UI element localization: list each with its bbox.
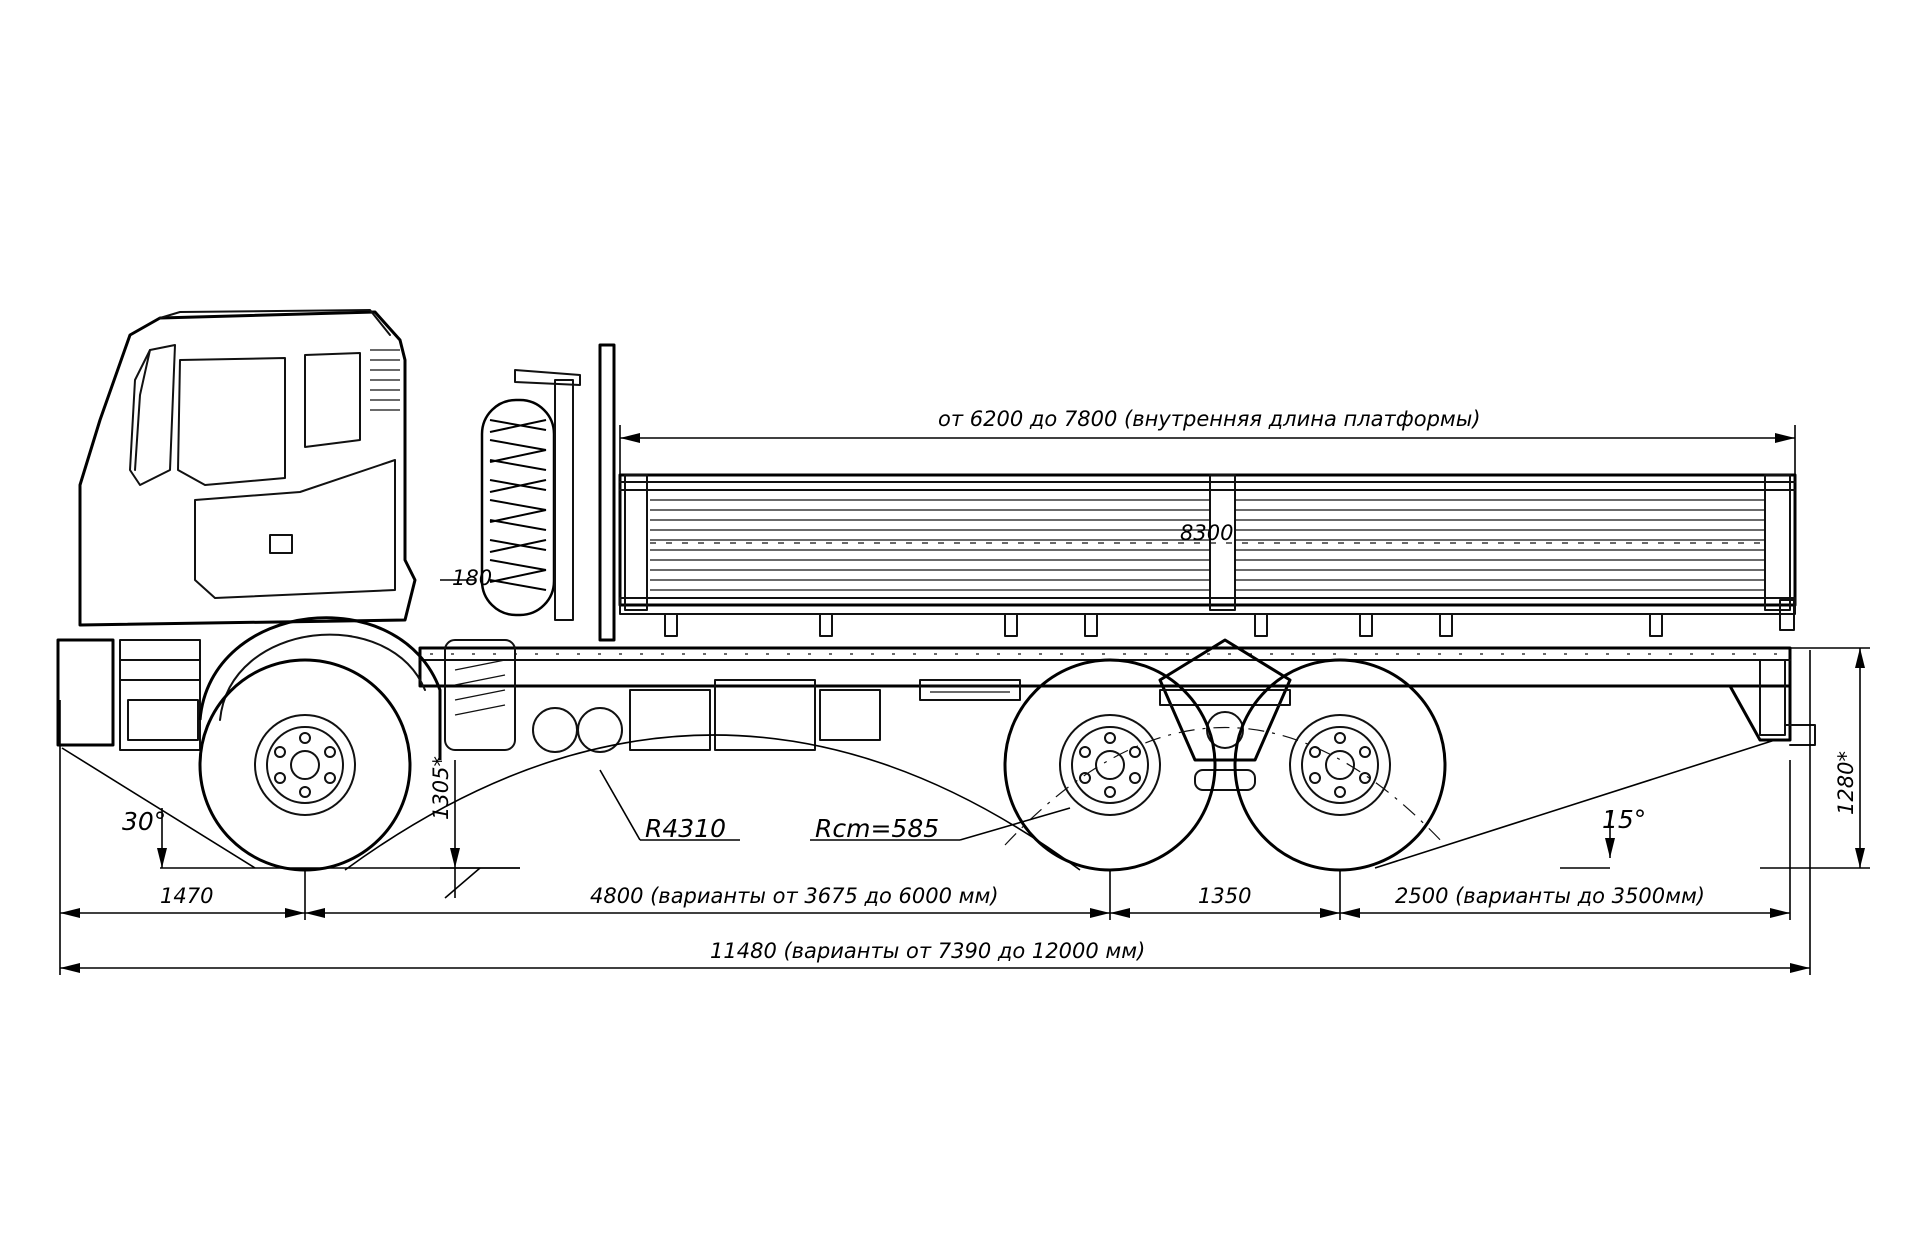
spare-wheel <box>480 369 581 621</box>
platform-mark-label: 8300 <box>1180 521 1233 545</box>
dimension-labels: от 6200 до 7800 (внутренняя длина платфо… <box>122 407 1858 963</box>
ramp-radius-label: R4310 <box>645 814 726 843</box>
wheelbase-label: 4800 (варианты от 3675 до 6000 мм) <box>590 884 999 908</box>
front-wheel <box>198 658 412 872</box>
bogie-spacing-label: 1350 <box>1198 884 1251 908</box>
approach-angle-label: 30° <box>122 807 166 836</box>
rear-wheel-2 <box>1233 658 1447 872</box>
front-overhang-label: 1470 <box>160 884 213 908</box>
cargo-platform <box>598 343 1797 642</box>
overall-length-label: 11480 (варианты от 7390 до 12000 мм) <box>710 939 1145 963</box>
front-height-label: 1305* <box>429 756 453 820</box>
rear-wheel-1 <box>1003 658 1217 872</box>
bogie-radius-label: Rcm=585 <box>815 814 939 843</box>
dimension-lines <box>59 425 1870 975</box>
rear-overhang-label: 2500 (варианты до 3500мм) <box>1395 884 1705 908</box>
platform-length-label: от 6200 до 7800 (внутренняя длина платфо… <box>938 407 1481 431</box>
departure-angle-label: 15° <box>1602 805 1646 834</box>
cab-gap-label: 180 <box>452 566 492 590</box>
undercarriage <box>444 638 1292 791</box>
construction-lines <box>61 726 1776 871</box>
rear-height-label: 1280* <box>1834 751 1858 815</box>
truck-cab <box>56 309 442 760</box>
